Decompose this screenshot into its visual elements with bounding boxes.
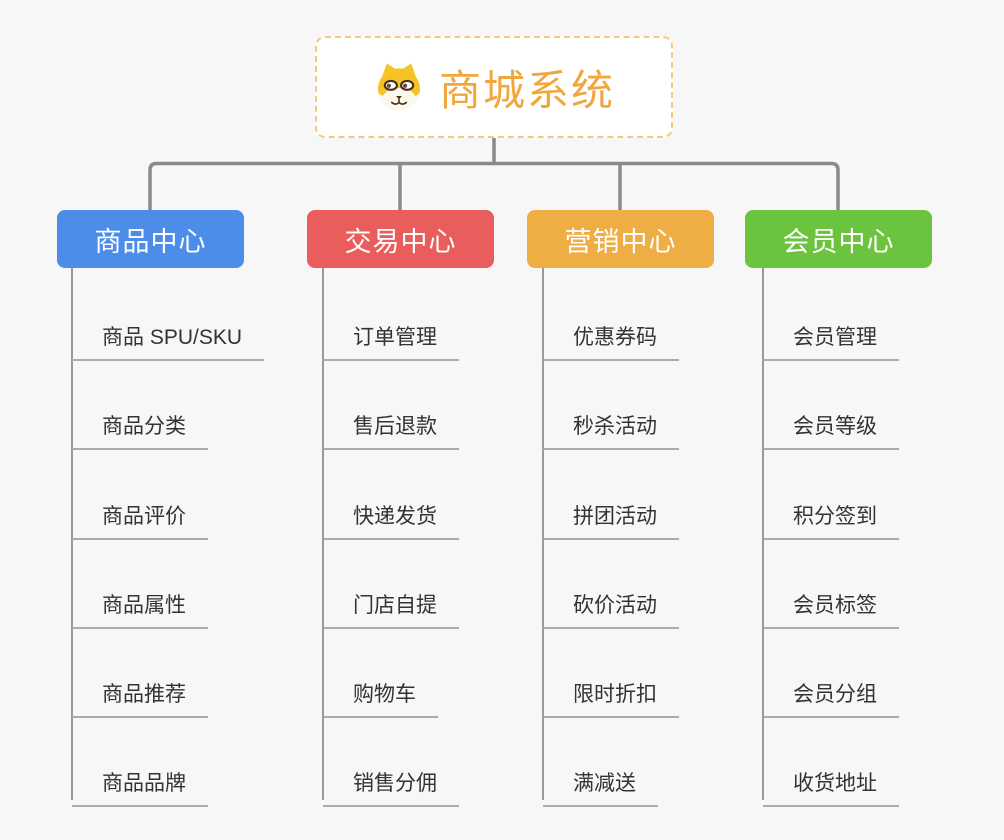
leaf-node[interactable]: 商品属性: [72, 577, 208, 629]
branch-label: 会员中心: [782, 226, 895, 257]
root-title: 商城系统: [438, 66, 615, 114]
leaf-node[interactable]: 订单管理: [323, 309, 459, 361]
leaf-node[interactable]: 门店自提: [323, 577, 459, 629]
leaf-node[interactable]: 购物车: [323, 666, 438, 718]
branch-label: 商品中心: [94, 226, 207, 257]
leaf-node[interactable]: 会员等级: [763, 398, 899, 450]
branch-node-trade-center[interactable]: 交易中心: [307, 210, 494, 268]
leaf-node[interactable]: 优惠券码: [543, 309, 679, 361]
branch-node-member-center[interactable]: 会员中心: [745, 210, 932, 268]
branch-trunk-line: [762, 268, 764, 800]
leaf-node[interactable]: 商品 SPU/SKU: [72, 309, 265, 361]
branch-label: 营销中心: [564, 226, 677, 257]
branch-trunk-line: [542, 268, 544, 800]
branch-label: 交易中心: [344, 226, 457, 257]
leaf-node[interactable]: 拼团活动: [543, 488, 679, 540]
leaf-node[interactable]: 砍价活动: [543, 577, 679, 629]
leaf-node[interactable]: 积分签到: [763, 488, 899, 540]
leaf-node[interactable]: 收货地址: [763, 755, 899, 807]
branch-node-marketing-center[interactable]: 营销中心: [527, 210, 714, 268]
branch-node-product-center[interactable]: 商品中心: [57, 210, 244, 268]
leaf-node[interactable]: 会员标签: [763, 577, 899, 629]
leaf-node[interactable]: 售后退款: [323, 398, 459, 450]
dog-icon: [373, 61, 425, 113]
leaf-node[interactable]: 商品评价: [72, 488, 208, 540]
leaf-node[interactable]: 商品品牌: [72, 755, 208, 807]
leaf-node[interactable]: 快递发货: [323, 488, 459, 540]
leaf-node[interactable]: 会员分组: [763, 666, 899, 718]
leaf-node[interactable]: 商品分类: [72, 398, 208, 450]
branch-trunk-line: [71, 268, 73, 800]
root-node-mall-system[interactable]: 商城系统: [315, 36, 673, 138]
branch-trunk-line: [322, 268, 324, 800]
leaf-node[interactable]: 销售分佣: [323, 755, 459, 807]
leaf-node[interactable]: 限时折扣: [543, 666, 679, 718]
leaf-node[interactable]: 会员管理: [763, 309, 899, 361]
leaf-node[interactable]: 秒杀活动: [543, 398, 679, 450]
leaf-node[interactable]: 商品推荐: [72, 666, 208, 718]
leaf-node[interactable]: 满减送: [543, 755, 658, 807]
